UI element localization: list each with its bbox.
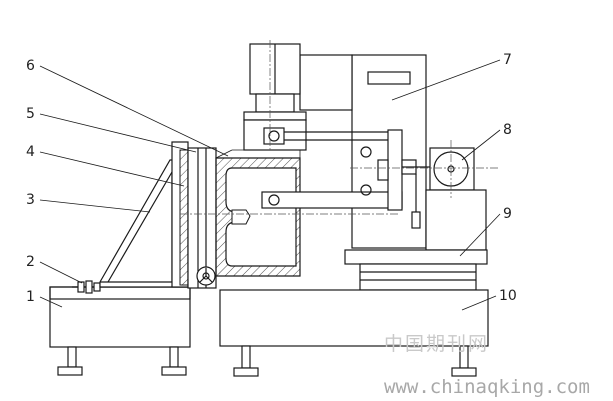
- part-labels: 1 2 3 4 5 6 7 8 9 10: [26, 52, 517, 305]
- watermark-url: www.chinaqking.com: [384, 376, 590, 398]
- label-6: 6: [26, 58, 35, 74]
- adjusting-screw: [72, 280, 101, 294]
- workpiece-fixture: [215, 149, 301, 277]
- label-7: 7: [503, 52, 512, 68]
- label-10: 10: [499, 288, 517, 304]
- main-column: [243, 43, 434, 249]
- angle-bracket: [99, 141, 189, 288]
- label-2: 2: [26, 254, 35, 270]
- right-base: [219, 289, 489, 377]
- vertical-plate: [179, 147, 217, 289]
- drive-motor: [425, 147, 487, 251]
- watermark: 中国期刊网 www.chinaqking.com: [384, 333, 590, 398]
- label-8: 8: [503, 122, 512, 138]
- label-3: 3: [26, 192, 35, 208]
- watermark-cn: 中国期刊网: [384, 333, 489, 355]
- label-9: 9: [503, 206, 512, 222]
- label-4: 4: [26, 144, 35, 160]
- label-1: 1: [26, 289, 35, 305]
- work-table: [344, 249, 488, 291]
- leader-lines: [39, 59, 501, 311]
- center-lines: [180, 40, 500, 215]
- label-5: 5: [26, 106, 35, 122]
- left-base: [49, 286, 191, 376]
